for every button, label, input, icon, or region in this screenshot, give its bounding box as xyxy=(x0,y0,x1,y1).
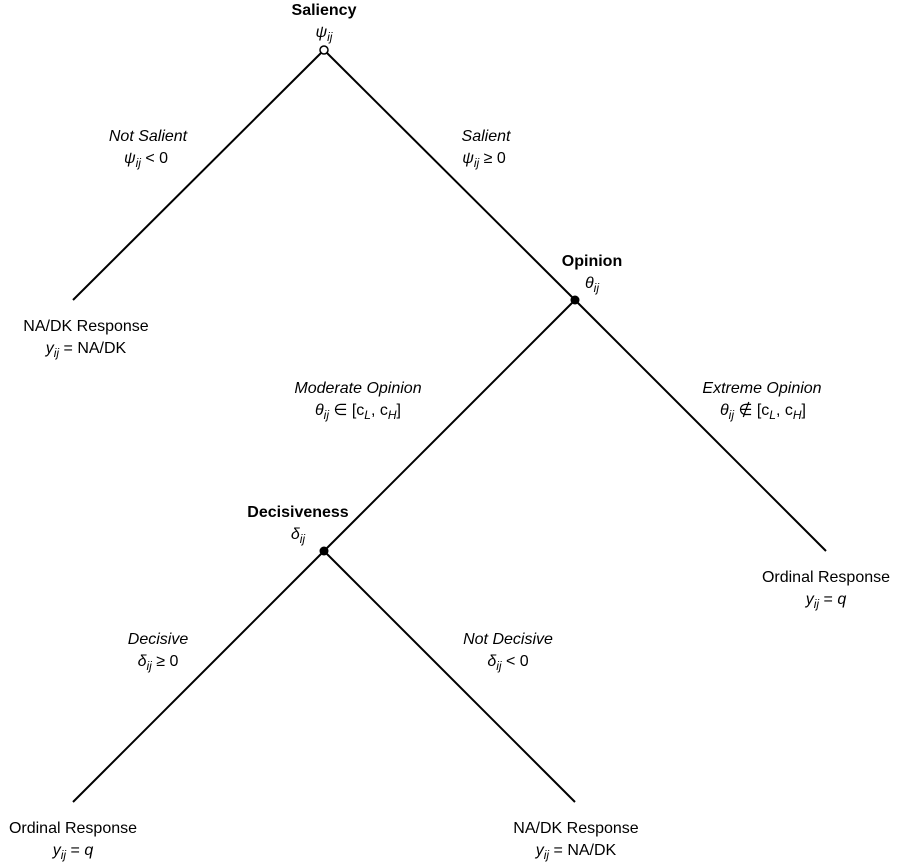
saliency-node-label: Saliency xyxy=(292,2,357,19)
opinion-node-symbol: θij xyxy=(585,275,599,295)
edge-not-salient xyxy=(72,49,325,301)
opinion-node-marker xyxy=(570,295,580,305)
branch-not-decisive-label: Not Decisive xyxy=(463,631,553,648)
branch-moderate-opinion-condition: θij ∈ [cL, cH] xyxy=(315,402,401,422)
edge-salient xyxy=(323,49,576,301)
branch-decisive-label: Decisive xyxy=(128,631,189,648)
branch-not-salient-label: Not Salient xyxy=(109,128,188,145)
saliency-node-marker xyxy=(319,45,329,55)
branch-decisive-condition: δij ≥ 0 xyxy=(138,653,179,673)
decisiveness-node-marker xyxy=(319,546,329,556)
leaf-ordinal-response-decisive-label: Ordinal Response xyxy=(9,820,137,837)
branch-not-decisive-condition: δij < 0 xyxy=(487,653,528,673)
branch-extreme-opinion-label: Extreme Opinion xyxy=(702,380,821,397)
opinion-node-label: Opinion xyxy=(562,253,622,270)
edge-extreme-opinion xyxy=(574,299,827,552)
edge-moderate-opinion xyxy=(323,299,576,552)
leaf-ordinal-response-decisive-value: yij = q xyxy=(52,842,94,862)
leaf-ordinal-response-extreme-label: Ordinal Response xyxy=(762,569,890,586)
branch-not-salient-condition: ψij < 0 xyxy=(124,150,168,170)
leaf-nadk-response-not-decisive-label: NA/DK Response xyxy=(513,820,638,837)
decisiveness-node-label: Decisiveness xyxy=(247,504,349,521)
branch-salient-condition: ψij ≥ 0 xyxy=(462,150,506,170)
leaf-nadk-response-label: NA/DK Response xyxy=(23,318,148,335)
edge-not-decisive xyxy=(323,550,576,803)
tree-edges xyxy=(72,49,827,803)
decisiveness-node-symbol: δij xyxy=(291,526,306,546)
branch-extreme-opinion-condition: θij ∉ [cL, cH] xyxy=(720,401,806,422)
edge-decisive xyxy=(72,550,325,803)
branch-salient-label: Salient xyxy=(462,128,511,145)
leaf-nadk-response-not-decisive-value: yij = NA/DK xyxy=(535,842,617,862)
leaf-nadk-response-value: yij = NA/DK xyxy=(45,340,127,360)
leaf-ordinal-response-extreme-value: yij = q xyxy=(805,591,847,611)
branch-moderate-opinion-label: Moderate Opinion xyxy=(294,380,421,397)
saliency-node-symbol: ψij xyxy=(316,24,333,44)
